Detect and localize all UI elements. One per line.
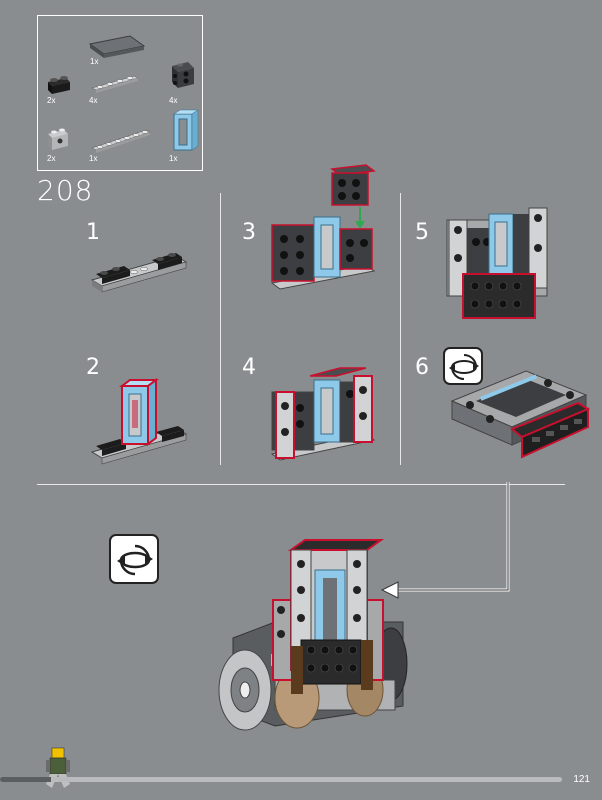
part-qty-plate-1x4: 4x [89, 96, 98, 105]
part-dark-gray-brick [172, 62, 194, 88]
step-number-6: 6 [415, 355, 429, 380]
parts-callout: 1x 2x 4x 4x 2x 1x 1x [37, 15, 203, 171]
rotate-arrows-icon [449, 354, 479, 380]
step-4-illustration [270, 367, 376, 461]
step-6-illustration [450, 370, 591, 459]
rotate-model-icon-main [109, 534, 159, 584]
set-step-number: 208 [37, 174, 94, 207]
step-3-illustration [270, 164, 376, 290]
part-tile [88, 35, 146, 58]
part-window-frame [173, 109, 199, 151]
step-number-4: 4 [242, 355, 256, 380]
step-1-illustration [90, 253, 188, 293]
part-qty-black-brick: 2x [47, 96, 56, 105]
parts-illustration [48, 35, 199, 153]
page-progress-fill [0, 777, 51, 782]
main-model-illustration [218, 539, 408, 731]
part-qty-tile: 1x [90, 57, 99, 66]
step-number-5: 5 [415, 220, 429, 245]
part-qty-dark-gray-brick: 4x [169, 96, 178, 105]
part-plate-1x6 [91, 129, 151, 153]
page-progress-bar [0, 777, 562, 782]
step-5-illustration [446, 207, 548, 319]
step-divider-1 [220, 193, 221, 465]
step-number-3: 3 [242, 220, 256, 245]
rotate-model-icon [443, 347, 483, 385]
part-light-gray-brick [48, 128, 68, 150]
minifig-icon [46, 747, 70, 788]
page-number: 121 [573, 774, 590, 785]
part-qty-light-gray-brick: 2x [47, 154, 56, 163]
section-divider [37, 484, 565, 485]
part-black-brick [48, 76, 70, 94]
part-qty-plate-1x6: 1x [89, 154, 98, 163]
rotate-arrows-icon-main [117, 544, 153, 576]
step-number-2: 2 [86, 355, 100, 380]
step-divider-2 [400, 193, 401, 465]
part-plate-1x4 [91, 75, 139, 93]
step-2-illustration [90, 378, 188, 465]
part-qty-window-frame: 1x [169, 154, 178, 163]
step-number-1: 1 [86, 220, 100, 245]
incoming-brick [330, 164, 376, 206]
